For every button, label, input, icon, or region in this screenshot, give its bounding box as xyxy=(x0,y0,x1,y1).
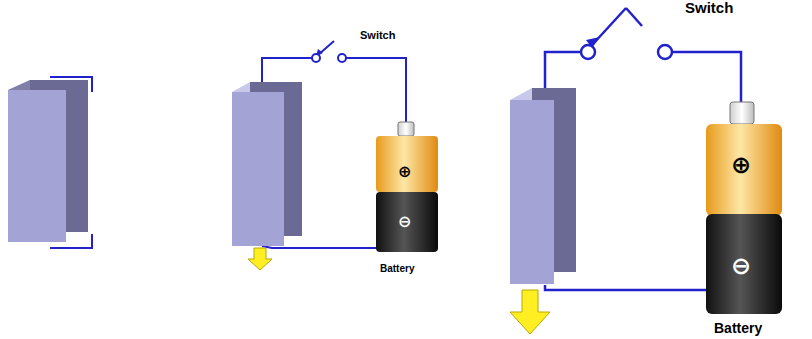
minus-sign: ⊖ xyxy=(398,214,411,230)
switch-label: Switch xyxy=(360,30,395,41)
switch-label: Switch xyxy=(685,0,733,15)
plus-sign: ⊕ xyxy=(398,164,411,180)
plus-sign: ⊕ xyxy=(731,153,751,177)
battery-label: Battery xyxy=(380,264,414,274)
slab xyxy=(8,77,92,248)
battery-label: Battery xyxy=(714,321,762,335)
circuit-large xyxy=(510,8,782,334)
minus-sign: ⊖ xyxy=(731,254,751,278)
circuit xyxy=(232,41,438,270)
